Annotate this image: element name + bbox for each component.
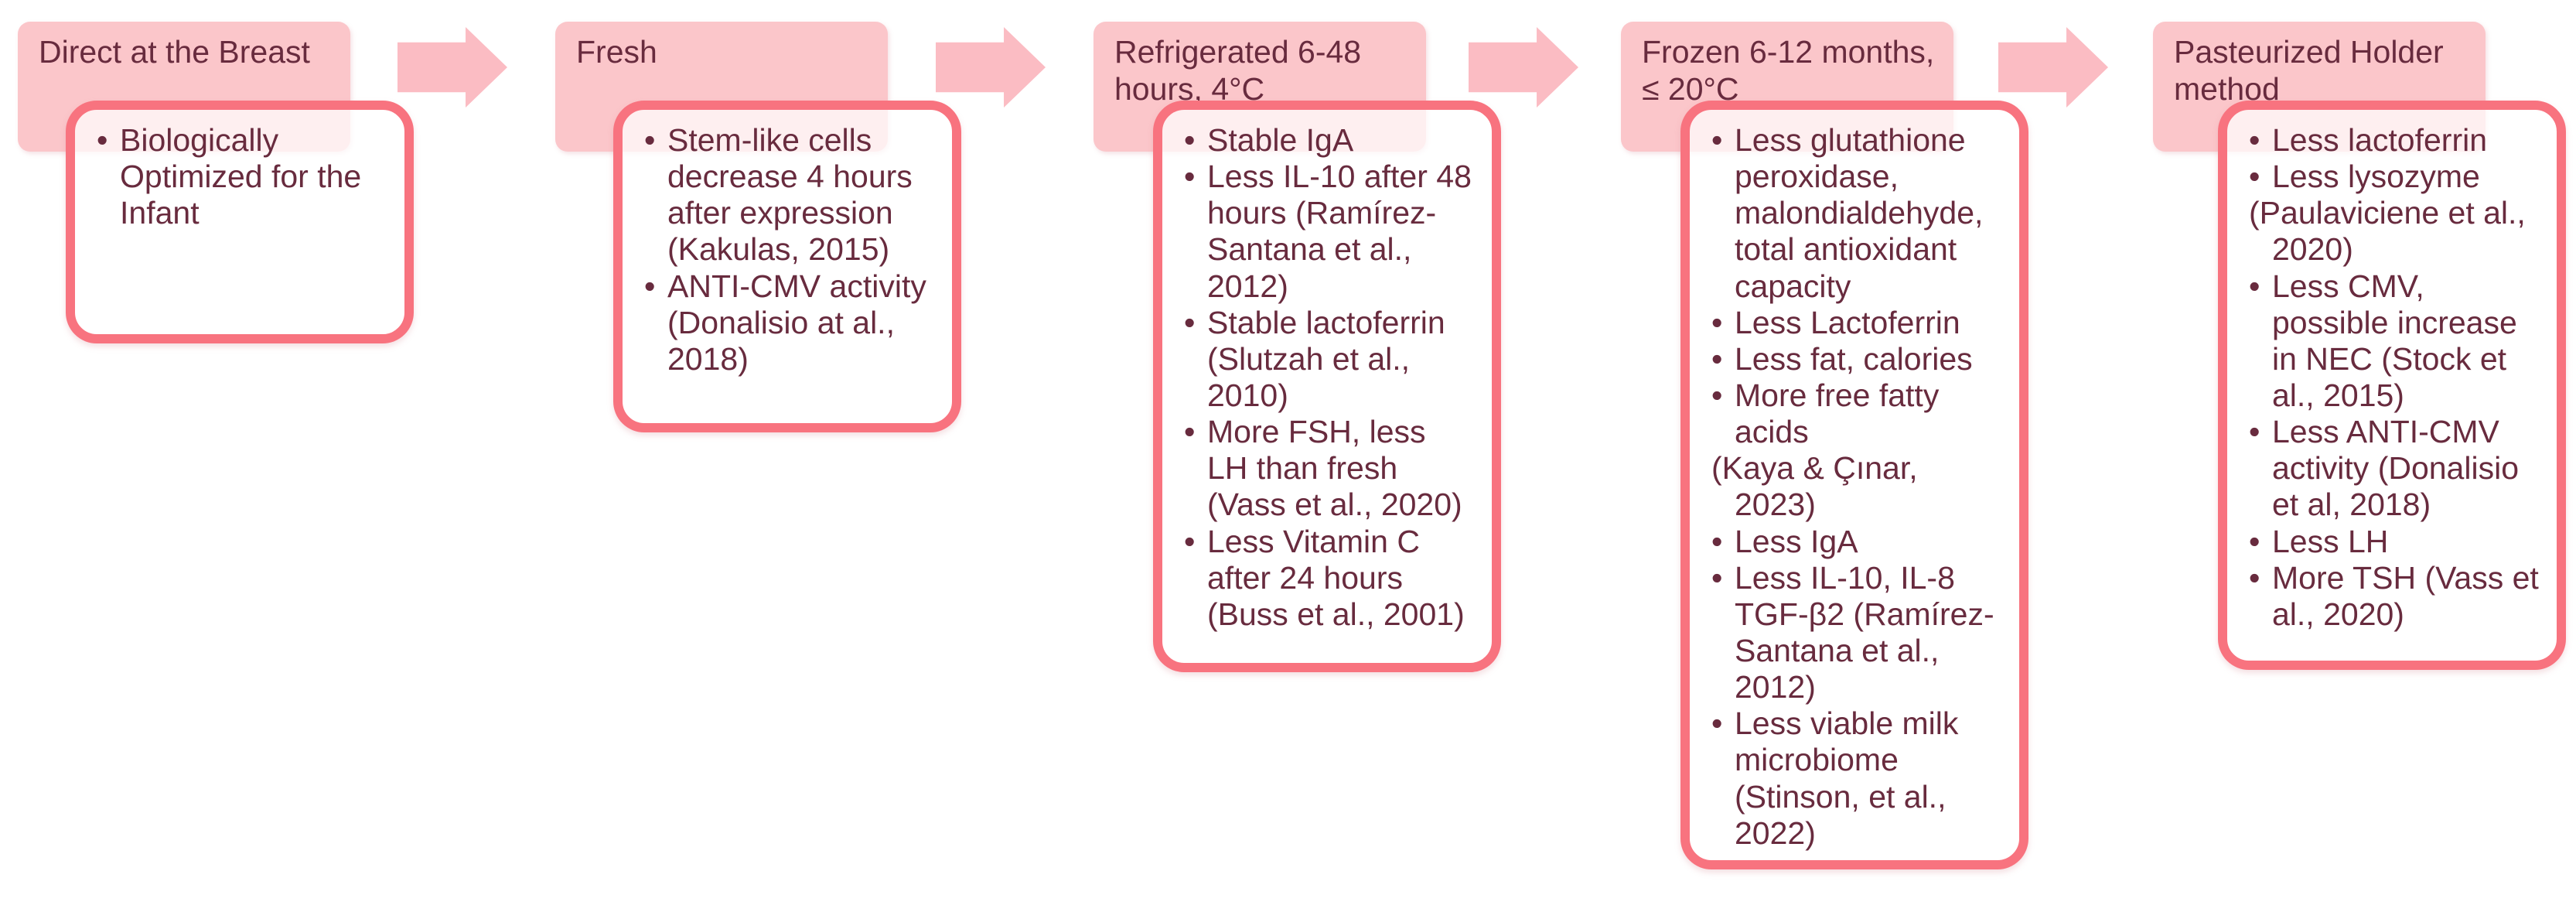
step-detail-box: Biologically Optimized for the Infant <box>66 101 414 343</box>
list-item: Less Vitamin C after 24 hours (Buss et a… <box>1184 524 1475 633</box>
list-item: Biologically Optimized for the Infant <box>97 122 387 231</box>
step-detail-box: Less lactoferrin Less lysozyme (Paulavic… <box>2218 101 2566 670</box>
list-item: More free fatty acids <box>1711 377 2002 450</box>
list-item: More FSH, less LH than fresh (Vass et al… <box>1184 414 1475 523</box>
list-item: Less LH <box>2249 524 2540 560</box>
list-item: More TSH (Vass et al., 2020) <box>2249 560 2540 633</box>
list-item: Less Lactoferrin <box>1711 305 2002 341</box>
arrow-right-icon <box>1469 27 1578 108</box>
list-item: Less IL-10, IL-8 TGF-β2 (Ramírez-Santana… <box>1711 560 2002 706</box>
list-item-citation: (Paulaviciene et al., 2020) <box>2249 195 2526 268</box>
list-item-citation: (Kaya & Çınar, 2023) <box>1711 450 1918 523</box>
list-item: Less lactoferrin <box>2249 122 2540 159</box>
arrow-right-icon <box>936 27 1046 108</box>
list-item: Less IL-10 after 48 hours (Ramírez-Santa… <box>1184 159 1475 305</box>
arrow-right-icon <box>397 27 507 108</box>
list-item: Less ANTI-CMV activity (Donalisio et al,… <box>2249 414 2540 523</box>
list-item: Less lysozyme <box>2249 159 2540 195</box>
step-detail-box: Stem-like cells decrease 4 hours after e… <box>613 101 961 432</box>
step-detail-box: Less glutathione peroxidase, malondialde… <box>1680 101 2028 869</box>
list-item: Less fat, calories <box>1711 341 2002 377</box>
list-item: Stable IgA <box>1184 122 1475 159</box>
list-item: Less CMV, possible increase in NEC (Stoc… <box>2249 268 2540 415</box>
list-item: Less IgA <box>1711 524 2002 560</box>
step-detail-box: Stable IgA Less IL-10 after 48 hours (Ra… <box>1153 101 1501 672</box>
arrow-right-icon <box>1998 27 2108 108</box>
list-item: Less viable milk microbiome (Stinson, et… <box>1711 705 2002 852</box>
list-item: Stem-like cells decrease 4 hours after e… <box>644 122 935 268</box>
list-item: Less glutathione peroxidase, malondialde… <box>1711 122 2002 305</box>
list-item: Stable lactoferrin (Slutzah et al., 2010… <box>1184 305 1475 414</box>
list-item: ANTI-CMV activity (Donalisio at al., 201… <box>644 268 935 377</box>
